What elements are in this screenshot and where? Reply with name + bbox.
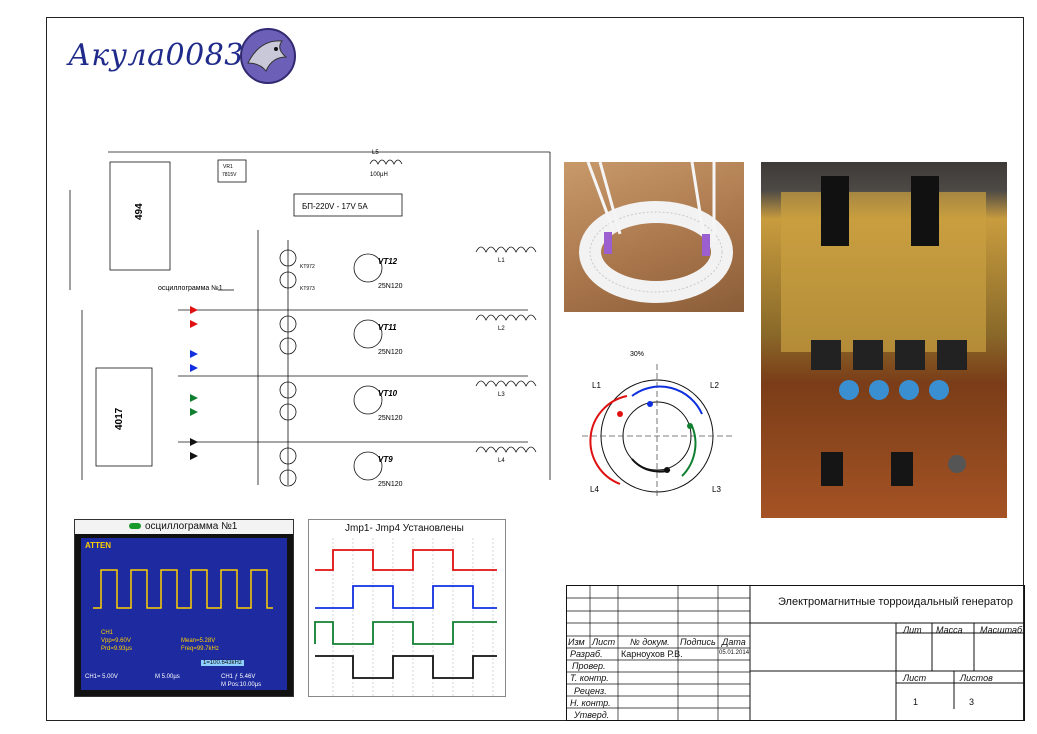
psu-label: БП-220V - 17V 5A xyxy=(302,202,368,211)
vt11-type: 25N120 xyxy=(378,349,403,356)
lit-label: Лит xyxy=(903,625,922,635)
toroid-photo xyxy=(564,162,744,312)
coil-l1-label: L1 xyxy=(498,258,505,264)
waveform-title: Jmp1- Jmp4 Установлены xyxy=(345,523,464,534)
oscilloscope-screen: ATTEN CH1 Vpp=9.60V Prd=9.93µs Mean=5.28… xyxy=(81,538,287,690)
toroid-winding-diagram: 30% L1 L2 L3 L4 xyxy=(582,351,732,499)
document-title: Электромагнитные торроидальный генератор xyxy=(778,596,1014,608)
ic-494-body xyxy=(109,161,171,271)
developer-date: 05.01.2014 xyxy=(719,650,750,656)
role-tech-control: Т. контр. xyxy=(570,673,609,683)
header-doc-number: № докум. xyxy=(630,637,670,647)
scope-readout-vpp: Vpp=9.60V xyxy=(101,638,131,644)
scope-readout-prd: Prd=9.93µs xyxy=(101,646,132,652)
waveform-black xyxy=(315,655,497,679)
role-reviewer: Реценз. xyxy=(574,686,607,696)
waveform-traces xyxy=(314,538,497,696)
scope-readout-ch1-scale: CH1= 5.00V xyxy=(85,674,118,680)
ic-4017-label: 4017 xyxy=(114,407,125,430)
role-norm-control: Н. контр. xyxy=(570,698,611,708)
role-approved: Утверд. xyxy=(574,710,610,720)
vt10-type: 25N120 xyxy=(378,415,403,422)
oscilloscope-title: осциллограмма №1 xyxy=(145,521,238,532)
scope-readout-freq: Freq=99.7kHz xyxy=(181,646,219,652)
driver-npn-label: KT972 xyxy=(300,264,315,270)
led-indicators xyxy=(190,306,198,460)
scope-readout-timebase: M 5.00µs xyxy=(155,674,180,680)
vt10-ref: VT10 xyxy=(378,389,398,398)
ic-4017-body xyxy=(95,367,153,467)
regulator-ref: VR1 xyxy=(223,164,233,170)
vt12-ref: VT12 xyxy=(378,257,398,266)
waveform-red xyxy=(315,549,497,571)
scope-readout-mean: Mean=5.28V xyxy=(181,638,216,644)
shark-logo-icon xyxy=(240,28,296,84)
waveform-panel: Jmp1- Jmp4 Установлены xyxy=(308,519,506,697)
scope-readout-counter: 1=100.643kHz xyxy=(201,660,244,666)
mass-label: Масса xyxy=(936,625,963,635)
inductor-ref: L5 xyxy=(372,150,379,156)
regulator-value: 7815V xyxy=(222,172,237,178)
scope-readout-trigger: CH1 ƒ 5.46V xyxy=(221,674,256,680)
coil-l4-label: L4 xyxy=(498,458,505,464)
angle-label: 30% xyxy=(630,351,644,358)
inductor-value: 100µH xyxy=(370,172,388,178)
sheet-label: Лист xyxy=(903,673,927,683)
ic-494-label: 494 xyxy=(134,203,145,220)
winding-l2-label: L2 xyxy=(710,381,719,390)
channel-rows xyxy=(178,309,528,443)
vt9-type: 25N120 xyxy=(378,481,403,488)
header-date: Дата xyxy=(722,637,746,647)
pointer-arrow-icon xyxy=(129,523,141,529)
winding-l4-label: L4 xyxy=(590,485,599,494)
oscilloscope-panel: осциллограмма №1 ATTEN CH1 Vpp=9.60V Prd… xyxy=(74,519,294,697)
waveform-green xyxy=(314,621,497,645)
role-developer: Разраб. xyxy=(570,649,603,659)
vt12-type: 25N120 xyxy=(378,283,403,290)
coil-l2-label: L2 xyxy=(498,326,505,332)
logo-text: Акула0083 xyxy=(68,38,244,73)
scope-readout-ch1: CH1 xyxy=(101,630,114,636)
circuit-board-icon xyxy=(781,176,986,486)
oscillogram-tag: осциллограмма №1 xyxy=(158,285,223,292)
scope-readout-position: M Pos:10.00µs xyxy=(221,682,262,688)
developer-name: Карноухов Р.В. xyxy=(621,649,683,659)
scale-label: Масштаб xyxy=(980,625,1023,635)
header-signature: Подпись xyxy=(680,637,716,647)
title-block-grid xyxy=(566,585,1025,721)
header-list: Лист xyxy=(592,637,616,647)
pcb-photo xyxy=(761,162,1007,518)
winding-l3-label: L3 xyxy=(712,485,721,494)
coil-l3-label: L3 xyxy=(498,392,505,398)
vt9-ref: VT9 xyxy=(378,455,393,464)
sheets-label: Листов xyxy=(960,673,993,683)
waveform-blue xyxy=(315,585,497,609)
winding-l1-label: L1 xyxy=(592,381,601,390)
role-checked: Провер. xyxy=(572,661,606,671)
toroid-coil-icon xyxy=(579,162,733,303)
header-izm: Изм xyxy=(568,637,585,647)
sheets-value: 3 xyxy=(969,697,975,707)
schematic-diagram: 494 4017 БП-220V - 17V 5A VR1 7815V L5 1… xyxy=(69,150,551,488)
driver-pnp-label: KT973 xyxy=(300,286,315,292)
oscilloscope-caption-bar: осциллограмма №1 xyxy=(75,520,293,534)
drawing-frame xyxy=(46,17,1024,721)
sheet-value: 1 xyxy=(913,697,919,707)
vt11-ref: VT11 xyxy=(378,323,397,332)
square-wave-trace xyxy=(93,569,273,609)
scope-brand: ATTEN xyxy=(85,541,112,550)
